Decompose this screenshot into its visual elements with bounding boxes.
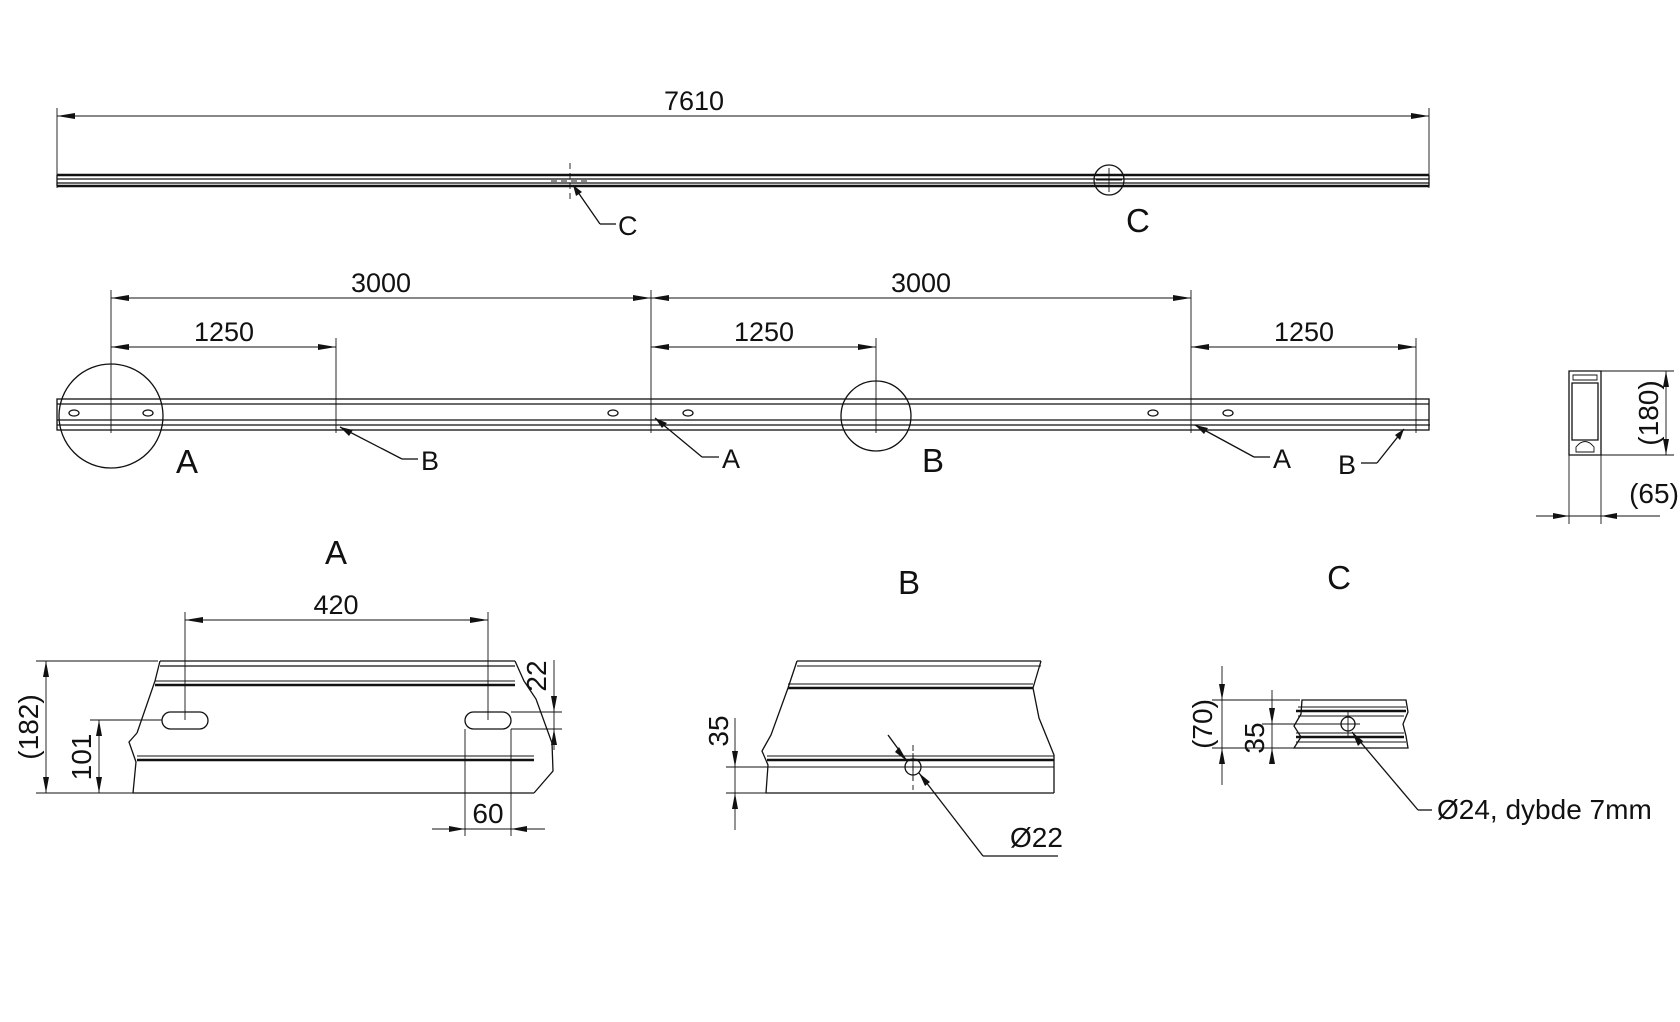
- detail-c: C (70) 35 Ø24, dybde 7mm: [1187, 559, 1652, 825]
- overall-view: 7610 C C: [56, 86, 1430, 241]
- hole-note-label: Ø24, dybde 7mm: [1437, 794, 1652, 825]
- ref-b-1: B: [421, 446, 439, 476]
- sub-mid-label: 1250: [734, 317, 794, 347]
- detail-b: B 35 Ø22: [703, 564, 1063, 857]
- beam-side-view: [56, 398, 1430, 431]
- spacing-view: 3000 3000 1250 1250 1250: [56, 268, 1430, 480]
- circle-b-label: B: [922, 442, 944, 479]
- overall-length-label: 7610: [664, 86, 724, 116]
- circle-a-label: A: [176, 443, 198, 480]
- detail-a: A 420 (182) 101: [13, 534, 562, 836]
- overall-ref-c: C: [618, 211, 638, 241]
- cross-section: (180) (65): [1536, 370, 1679, 524]
- height-slot-label: 101: [66, 734, 97, 781]
- ref-b-2: B: [1338, 450, 1356, 480]
- slot-pitch-label: 420: [313, 590, 358, 620]
- detail-a-title: A: [325, 534, 347, 571]
- ref-a-2: A: [1273, 444, 1291, 474]
- beam-top-view: [56, 173, 1430, 188]
- sub-right-label: 1250: [1274, 317, 1334, 347]
- c-hole-height-label: 35: [1239, 722, 1270, 753]
- detail-c-title: C: [1327, 559, 1351, 596]
- span-left-label: 3000: [351, 268, 411, 298]
- detail-b-title: B: [898, 564, 920, 601]
- section-width-label: (65): [1629, 478, 1679, 509]
- sub-left-label: 1250: [194, 317, 254, 347]
- c-height-total-label: (70): [1187, 699, 1218, 749]
- ref-a-1: A: [722, 444, 740, 474]
- slot-width-label: 60: [472, 798, 503, 829]
- hole-height-label: 35: [703, 715, 734, 746]
- detail-circle-a: [58, 363, 164, 469]
- section-height-label: (180): [1633, 380, 1664, 445]
- span-right-label: 3000: [891, 268, 951, 298]
- detail-circle-c: [1093, 164, 1125, 196]
- slot-height-label: 22: [521, 660, 552, 691]
- hole-dia-label: Ø22: [1010, 822, 1063, 853]
- height-total-label: (182): [13, 694, 44, 759]
- detail-circle-b: [840, 380, 912, 452]
- circle-c-label: C: [1126, 202, 1150, 239]
